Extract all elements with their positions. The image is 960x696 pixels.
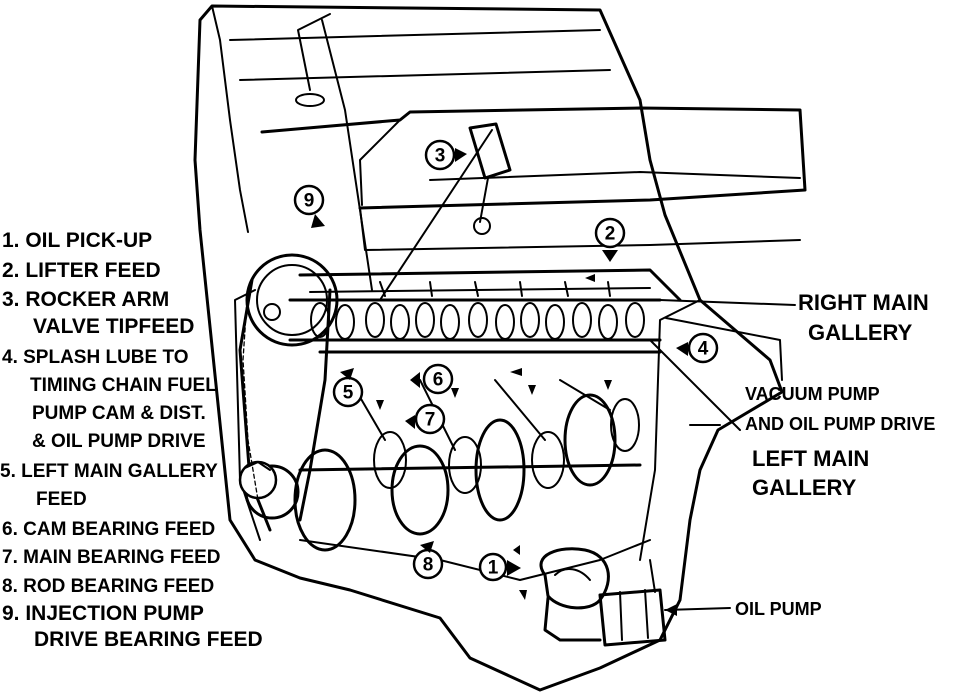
legend-item-2: 2. LIFTER FEED	[2, 259, 161, 282]
marker-8: 8	[412, 541, 444, 580]
svg-text:2: 2	[605, 224, 616, 245]
legend-item-3a: 3. ROCKER ARM	[2, 288, 169, 311]
svg-text:6: 6	[433, 370, 444, 391]
legend-item-6: 6. CAM BEARING FEED	[2, 519, 215, 540]
callout-right-main-gallery-2: GALLERY	[808, 320, 913, 345]
callout-oil-pump: OIL PUMP	[735, 599, 822, 619]
legend-item-4d: & OIL PUMP DRIVE	[32, 431, 206, 452]
marker-5: 5	[332, 368, 364, 408]
callout-labels: RIGHT MAIN GALLERY VACUUM PUMP AND OIL P…	[735, 290, 935, 619]
svg-text:9: 9	[304, 191, 315, 212]
svg-text:5: 5	[343, 383, 354, 404]
lifter-tubes	[379, 281, 611, 297]
marker-4: 4	[676, 332, 719, 364]
legend-item-3b: VALVE TIPFEED	[33, 315, 194, 338]
oil-pump-assembly	[539, 547, 667, 647]
marker-1: 1	[478, 552, 521, 582]
svg-text:8: 8	[423, 555, 434, 576]
marker-6: 6	[410, 363, 454, 395]
svg-text:4: 4	[698, 339, 709, 360]
legend-item-7: 7. MAIN BEARING FEED	[2, 547, 221, 568]
leader-lines	[649, 299, 796, 616]
legend-item-1: 1. OIL PICK-UP	[2, 229, 152, 252]
callout-vacuum-pump-2: AND OIL PUMP DRIVE	[745, 414, 935, 434]
marker-3: 3	[424, 139, 467, 171]
marker-9: 9	[293, 184, 325, 228]
svg-text:1: 1	[488, 558, 499, 579]
crankshaft	[293, 379, 642, 552]
marker-7: 7	[405, 403, 446, 435]
callout-left-main-gallery-2: GALLERY	[752, 475, 857, 500]
legend-item-9b: DRIVE BEARING FEED	[34, 628, 263, 651]
camshaft	[288, 298, 662, 354]
legend: 1. OIL PICK-UP 2. LIFTER FEED 3. ROCKER …	[0, 229, 263, 651]
legend-item-5a: 5. LEFT MAIN GALLERY	[0, 461, 218, 482]
oil-flow-arrows	[376, 274, 612, 600]
callout-left-main-gallery-1: LEFT MAIN	[752, 446, 869, 471]
legend-item-4b: TIMING CHAIN FUEL	[30, 375, 217, 396]
callout-vacuum-pump-1: VACUUM PUMP	[745, 384, 880, 404]
marker-2: 2	[594, 217, 626, 262]
callout-right-main-gallery-1: RIGHT MAIN	[798, 290, 929, 315]
legend-item-4c: PUMP CAM & DIST.	[32, 403, 206, 424]
svg-text:3: 3	[435, 146, 446, 167]
rocker-arm-assembly	[295, 13, 512, 301]
svg-text:7: 7	[425, 410, 436, 431]
timing-chain	[238, 253, 339, 532]
legend-item-9a: 9. INJECTION PUMP	[2, 602, 204, 625]
legend-item-8: 8. ROD BEARING FEED	[2, 576, 214, 597]
legend-item-5b: FEED	[36, 489, 87, 510]
engine-block-outline	[193, 4, 807, 692]
legend-item-4a: 4. SPLASH LUBE TO	[2, 347, 189, 368]
